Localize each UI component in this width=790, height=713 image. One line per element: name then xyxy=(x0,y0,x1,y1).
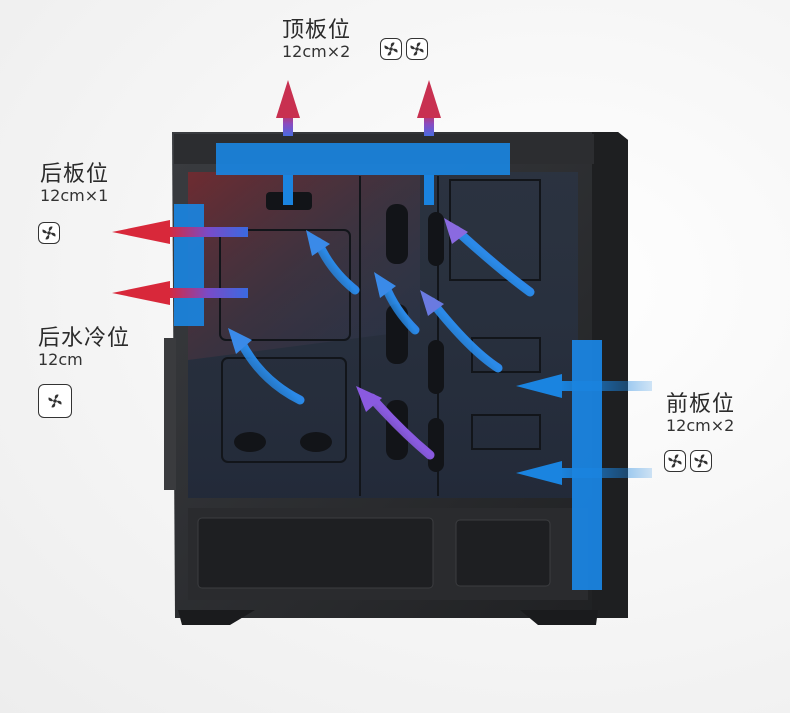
case-foot-left xyxy=(178,610,255,625)
fan-icon xyxy=(664,450,686,472)
top-position-spec: 12cm×2 xyxy=(282,42,351,61)
front-fan-icons xyxy=(664,450,712,472)
front-position-title: 前板位 xyxy=(666,392,736,417)
rear-exhaust-arrow-2 xyxy=(112,281,248,305)
fan-icon xyxy=(380,38,402,60)
top-exhaust-arrow-2 xyxy=(417,80,441,205)
front-position-spec: 12cm×2 xyxy=(666,416,735,435)
rear-position-spec: 12cm×1 xyxy=(40,186,109,205)
rear-fan-icons xyxy=(38,222,60,244)
top-fan-zone xyxy=(216,143,510,175)
rear-bracket xyxy=(164,338,176,490)
rear-position-title: 后板位 xyxy=(40,162,110,187)
rear-water-cooling-spec: 12cm xyxy=(38,350,83,369)
fan-icon xyxy=(690,450,712,472)
internal-flow-heads xyxy=(228,218,468,412)
rear-water-fan-icons xyxy=(38,384,72,418)
rear-fan-zone xyxy=(174,204,204,326)
front-fan-zone xyxy=(572,340,602,590)
rear-exhaust-arrow-1 xyxy=(112,220,248,244)
top-exhaust-arrow-1 xyxy=(276,80,300,205)
case-foot-right xyxy=(520,610,598,625)
top-position-title: 顶板位 xyxy=(282,18,352,43)
fan-icon xyxy=(38,222,60,244)
fan-icon xyxy=(38,384,72,418)
rear-water-cooling-title: 后水冷位 xyxy=(38,326,131,351)
top-fan-icons xyxy=(380,38,428,60)
fan-icon xyxy=(406,38,428,60)
front-intake-arrow-1 xyxy=(516,374,652,398)
front-intake-arrow-2 xyxy=(516,461,652,485)
